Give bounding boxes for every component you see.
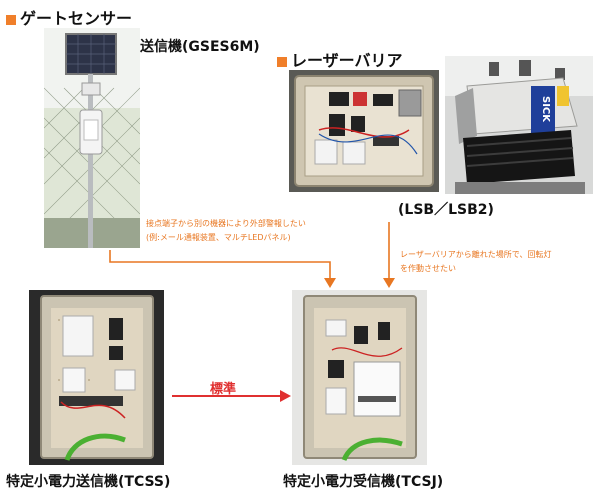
tcss-label: 特定小電力送信機(TCSS) bbox=[6, 474, 171, 490]
laser-barrier-control-box-photo bbox=[289, 70, 439, 192]
gate-sensor-photo bbox=[44, 28, 140, 248]
tcss-transmitter-photo bbox=[29, 290, 164, 465]
transmitter-label: 送信機(GSES6M) bbox=[140, 39, 260, 55]
orange-bullet-icon bbox=[277, 56, 287, 67]
arrowhead-icon bbox=[383, 278, 395, 288]
sick-logo: SICK bbox=[540, 96, 551, 123]
standard-label: 標準 bbox=[210, 382, 237, 397]
sick-scanner-photo: SICK bbox=[445, 56, 593, 194]
tcsj-label: 特定小電力受信機(TCSJ) bbox=[283, 474, 444, 490]
tcsj-receiver-photo bbox=[292, 290, 427, 465]
standard-arrowhead-icon bbox=[280, 390, 291, 402]
gate-sensor-heading: ゲートセンサー bbox=[6, 5, 132, 29]
laser-barrier-heading: レーザーバリア bbox=[277, 47, 403, 71]
arrowhead-icon bbox=[324, 278, 336, 288]
orange-bullet-icon bbox=[6, 14, 16, 25]
gate-to-receiver-arrow bbox=[109, 250, 331, 282]
laser-barrier-model-label: (LSB／LSB2) bbox=[398, 202, 494, 218]
external-alarm-note: 接点端子から別の機器により外部警報したい (例:メール通報装置、マルチLEDパネ… bbox=[146, 219, 306, 242]
remote-light-note: レーザーバリアから離れた場所で、回転灯 を作動させたい bbox=[400, 250, 552, 273]
